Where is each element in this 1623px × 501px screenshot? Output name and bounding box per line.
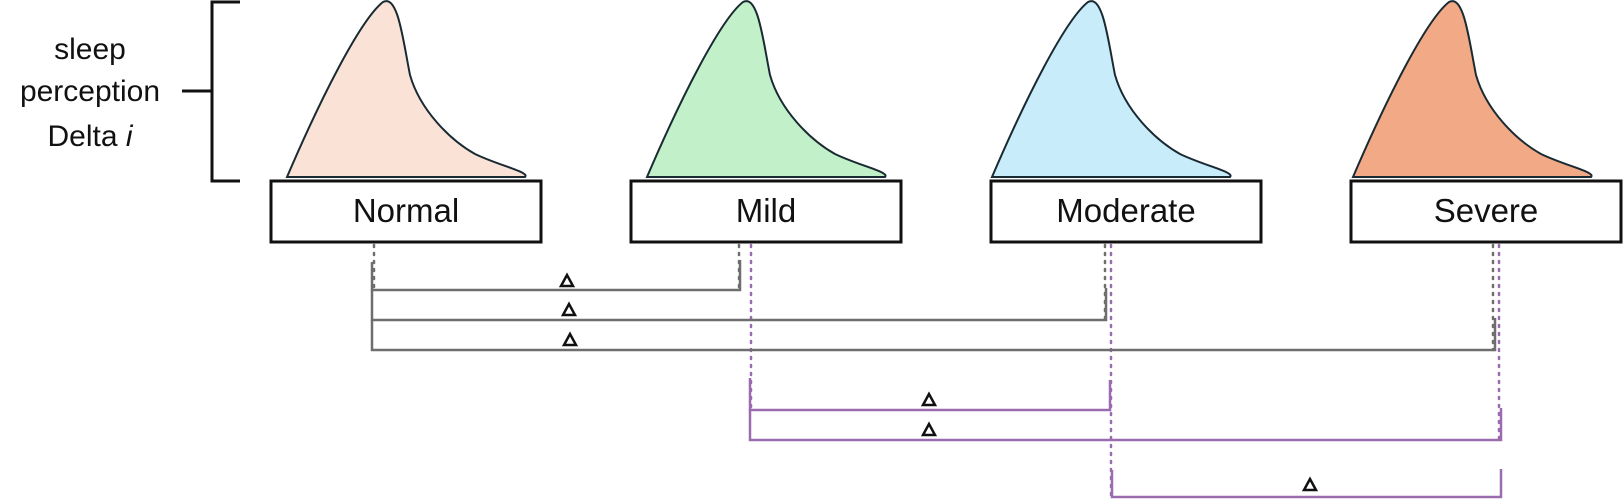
bracket-normal-severe xyxy=(370,318,1497,352)
comparisons-from-normal xyxy=(370,260,1497,352)
group-label-severe: Severe xyxy=(1434,192,1539,229)
bracket-mild-moderate xyxy=(748,378,1112,412)
triangle-outline-icon xyxy=(558,272,576,288)
group-label-mild: Mild xyxy=(736,192,797,229)
comparisons-from-moderate xyxy=(1110,469,1503,499)
group-label-moderate: Moderate xyxy=(1056,192,1195,229)
triangle-outline-icon xyxy=(560,301,578,317)
axis-label-line3: Delta i xyxy=(47,120,133,153)
triangle-outline-icon xyxy=(920,391,938,407)
axis-bracket xyxy=(182,0,240,183)
dotted-connectors xyxy=(372,243,1501,497)
group-box-severe: Severe xyxy=(1349,179,1623,244)
group-box-mild: Mild xyxy=(629,179,903,244)
distribution-mild xyxy=(645,0,887,178)
triangle-outline-icon xyxy=(561,331,579,347)
distribution-severe xyxy=(1351,0,1593,178)
axis-label-line1: sleep xyxy=(54,33,126,66)
bracket-normal-mild xyxy=(370,260,742,292)
curve-moderate xyxy=(990,0,1232,178)
distribution-moderate xyxy=(990,0,1232,178)
group-box-moderate: Moderate xyxy=(989,179,1263,244)
bracket-mild-severe xyxy=(748,408,1503,442)
bracket-normal-moderate xyxy=(370,288,1108,322)
distribution-normal xyxy=(285,0,527,178)
axis-label-line2: perception xyxy=(20,75,160,108)
group-label-normal: Normal xyxy=(353,192,459,229)
triangle-outline-icon xyxy=(1301,476,1319,492)
group-box-normal: Normal xyxy=(269,179,543,244)
bracket-moderate-severe xyxy=(1110,469,1503,499)
curve-normal xyxy=(285,0,527,178)
significance-markers xyxy=(558,272,1319,492)
curve-mild xyxy=(645,0,887,178)
triangle-outline-icon xyxy=(920,421,938,437)
curve-severe xyxy=(1351,0,1593,178)
comparisons-from-mild xyxy=(748,378,1503,442)
